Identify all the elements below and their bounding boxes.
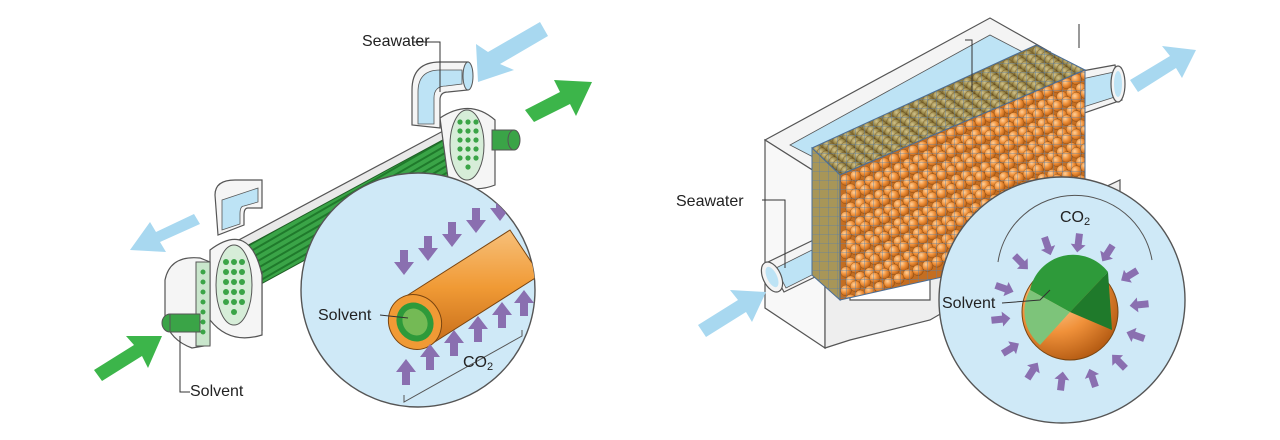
solvent-bead bbox=[1085, 152, 1096, 163]
solvent-bead bbox=[1074, 45, 1085, 52]
solvent-bead bbox=[1060, 45, 1072, 54]
tank-seawater-out-arrow bbox=[1130, 46, 1196, 92]
solvent-bead bbox=[1056, 45, 1068, 51]
seawater-out-arrow bbox=[130, 214, 200, 252]
solvent-bead bbox=[1095, 56, 1105, 66]
left-contactor bbox=[94, 22, 592, 408]
left-magnifier bbox=[300, 172, 536, 408]
co2-arrow bbox=[1126, 327, 1146, 342]
right-magnifier bbox=[938, 176, 1186, 424]
co2-arrow bbox=[1070, 233, 1086, 253]
co2-arrow bbox=[991, 311, 1011, 327]
co2-arrow bbox=[1100, 243, 1116, 262]
right-tank bbox=[698, 17, 1196, 424]
solvent-bead bbox=[1085, 134, 1096, 145]
co2-arrows-bottom bbox=[396, 290, 534, 385]
solvent-bead bbox=[1085, 116, 1096, 127]
solvent-out-arrow bbox=[525, 80, 592, 122]
label-co2-left: CO2 bbox=[463, 354, 494, 373]
co2-arrow bbox=[1129, 297, 1149, 313]
fiber-ends-left bbox=[223, 259, 245, 315]
label-seawater-left: Seawater bbox=[362, 33, 430, 50]
solvent-bead bbox=[1066, 45, 1078, 46]
seawater-in-arrow bbox=[476, 22, 548, 82]
left-leader-lines bbox=[179, 41, 441, 393]
co2-arrow bbox=[1012, 253, 1028, 270]
co2-arrow bbox=[1000, 341, 1019, 357]
label-solvent-left-magnifier: Solvent bbox=[318, 307, 372, 324]
solvent-bead bbox=[1064, 45, 1076, 57]
solvent-bead bbox=[1087, 50, 1097, 60]
co2-arrow bbox=[1084, 368, 1100, 388]
solvent-bead bbox=[1072, 51, 1084, 63]
solvent-bead bbox=[1082, 47, 1085, 58]
solvent-inlet-manifold bbox=[161, 257, 211, 349]
solvent-bead bbox=[1076, 54, 1085, 66]
right-leader-lines bbox=[762, 24, 1080, 304]
co2-arrow bbox=[1040, 236, 1056, 256]
co2-arrow bbox=[994, 282, 1014, 297]
label-co2-right: CO2 bbox=[1060, 209, 1091, 228]
right-end-cap bbox=[439, 107, 521, 190]
co2-arrow bbox=[1121, 267, 1140, 283]
solvent-bead bbox=[1080, 57, 1085, 69]
label-solvent-left-bottom: Solvent bbox=[190, 383, 244, 400]
solvent-bead bbox=[1070, 45, 1082, 49]
solvent-in-arrow bbox=[94, 336, 162, 381]
solvent-bead bbox=[1052, 45, 1064, 48]
label-seawater-right: Seawater bbox=[676, 193, 744, 210]
solvent-bead bbox=[1078, 45, 1085, 55]
co2-radial-arrows bbox=[991, 233, 1149, 391]
tank-seawater-in-arrow bbox=[698, 290, 766, 337]
solvent-bead bbox=[1063, 32, 1073, 42]
fiber-ends-right bbox=[457, 119, 479, 170]
co2-arrow bbox=[1024, 362, 1040, 381]
co2-arrow bbox=[1054, 371, 1070, 391]
solvent-bead bbox=[1091, 53, 1101, 63]
left-end-cap bbox=[209, 239, 263, 339]
co2-arrows-top bbox=[394, 196, 510, 275]
co2-arrow bbox=[1112, 354, 1128, 371]
seawater-outlet-pipe bbox=[214, 179, 263, 236]
seawater-inlet-pipe bbox=[411, 61, 474, 129]
label-solvent-right: Solvent bbox=[942, 295, 996, 312]
solvent-bead bbox=[1068, 48, 1080, 60]
